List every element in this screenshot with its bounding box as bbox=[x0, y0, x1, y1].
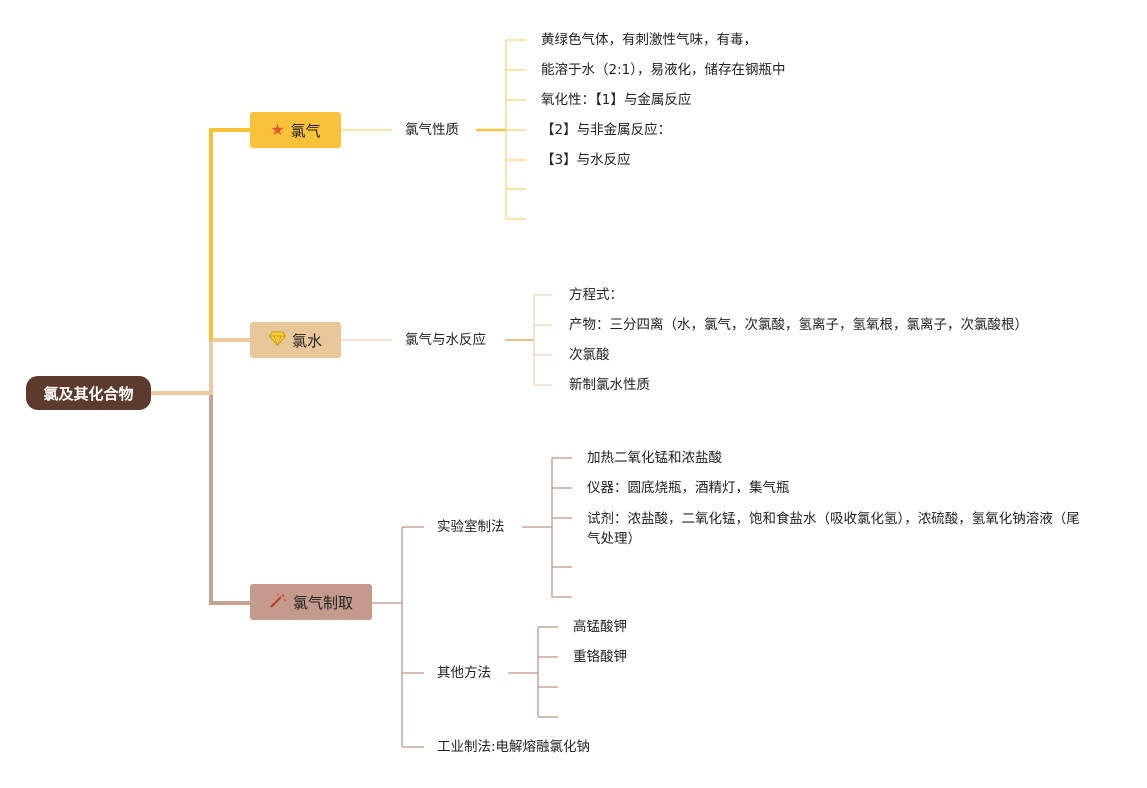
branch3-sub-ticks bbox=[402, 526, 424, 748]
leaf-item[interactable]: 重铬酸钾 bbox=[573, 649, 627, 665]
sub-topic-chlorine-water-reaction[interactable]: 氯气与水反应 bbox=[405, 332, 486, 348]
star-icon: ★ bbox=[270, 120, 285, 139]
sub3a-item-ticks bbox=[552, 457, 572, 598]
gem-icon bbox=[268, 331, 287, 349]
leaf-item[interactable]: 【3】与水反应 bbox=[541, 152, 631, 168]
leaf-item[interactable]: 新制氯水性质 bbox=[569, 377, 650, 393]
leaf-item[interactable]: 仪器：圆底烧瓶，酒精灯，集气瓶 bbox=[587, 480, 790, 496]
leaf-item[interactable]: 次氯酸 bbox=[569, 347, 610, 363]
sub-topic-industrial-method[interactable]: 工业制法:电解熔融氯化钠 bbox=[437, 739, 591, 755]
magic-wand-icon-graphic bbox=[270, 593, 286, 608]
root-to-branch2-line bbox=[151, 338, 250, 395]
sub1-item-ticks bbox=[506, 39, 526, 220]
magic-wand-icon bbox=[269, 593, 287, 612]
gem-icon-graphic bbox=[268, 331, 287, 347]
branch-node-chlorine-preparation[interactable]: 氯气制取 bbox=[250, 584, 372, 620]
root-node[interactable]: 氯及其化合物 bbox=[26, 376, 151, 410]
leaf-item[interactable]: 氧化性：【1】与金属反应 bbox=[541, 92, 692, 108]
branch-label: 氯气制取 bbox=[292, 593, 353, 612]
branch-node-chlorine-gas[interactable]: ★ 氯气 bbox=[250, 112, 341, 148]
root-label: 氯及其化合物 bbox=[43, 384, 134, 403]
leaf-item[interactable]: 【2】与非金属反应： bbox=[541, 122, 672, 138]
root-to-branch1-line bbox=[209, 128, 250, 340]
branch-label: 氯水 bbox=[291, 331, 322, 350]
leaf-item[interactable]: 能溶于水（2:1），易液化，储存在钢瓶中 bbox=[541, 62, 786, 78]
branch-node-chlorine-water[interactable]: 氯水 bbox=[250, 322, 341, 358]
leaf-item[interactable]: 试剂：浓盐酸，二氧化锰，饱和食盐水（吸收氯化氢），浓硫酸，氢氧化钠溶液（尾气处理… bbox=[587, 511, 1080, 547]
sub2-item-ticks bbox=[534, 294, 552, 386]
root-to-branch3-line bbox=[151, 391, 250, 605]
leaf-item[interactable]: 加热二氧化锰和浓盐酸 bbox=[587, 450, 722, 466]
leaf-item[interactable]: 方程式： bbox=[569, 287, 623, 303]
sub-topic-chlorine-properties[interactable]: 氯气性质 bbox=[405, 122, 459, 138]
sub3b-item-ticks bbox=[538, 626, 558, 718]
branch-label: 氯气 bbox=[290, 121, 321, 140]
leaf-item[interactable]: 高锰酸钾 bbox=[573, 619, 627, 635]
leaf-item[interactable]: 黄绿色气体，有刺激性气味，有毒， bbox=[541, 32, 757, 48]
leaf-item[interactable]: 产物：三分四离（水，氯气，次氯酸，氢离子，氢氧根，氯离子，次氯酸根） bbox=[569, 317, 1028, 333]
sub-topic-lab-method[interactable]: 实验室制法 bbox=[437, 519, 505, 535]
sub-topic-other-methods[interactable]: 其他方法 bbox=[437, 665, 491, 681]
